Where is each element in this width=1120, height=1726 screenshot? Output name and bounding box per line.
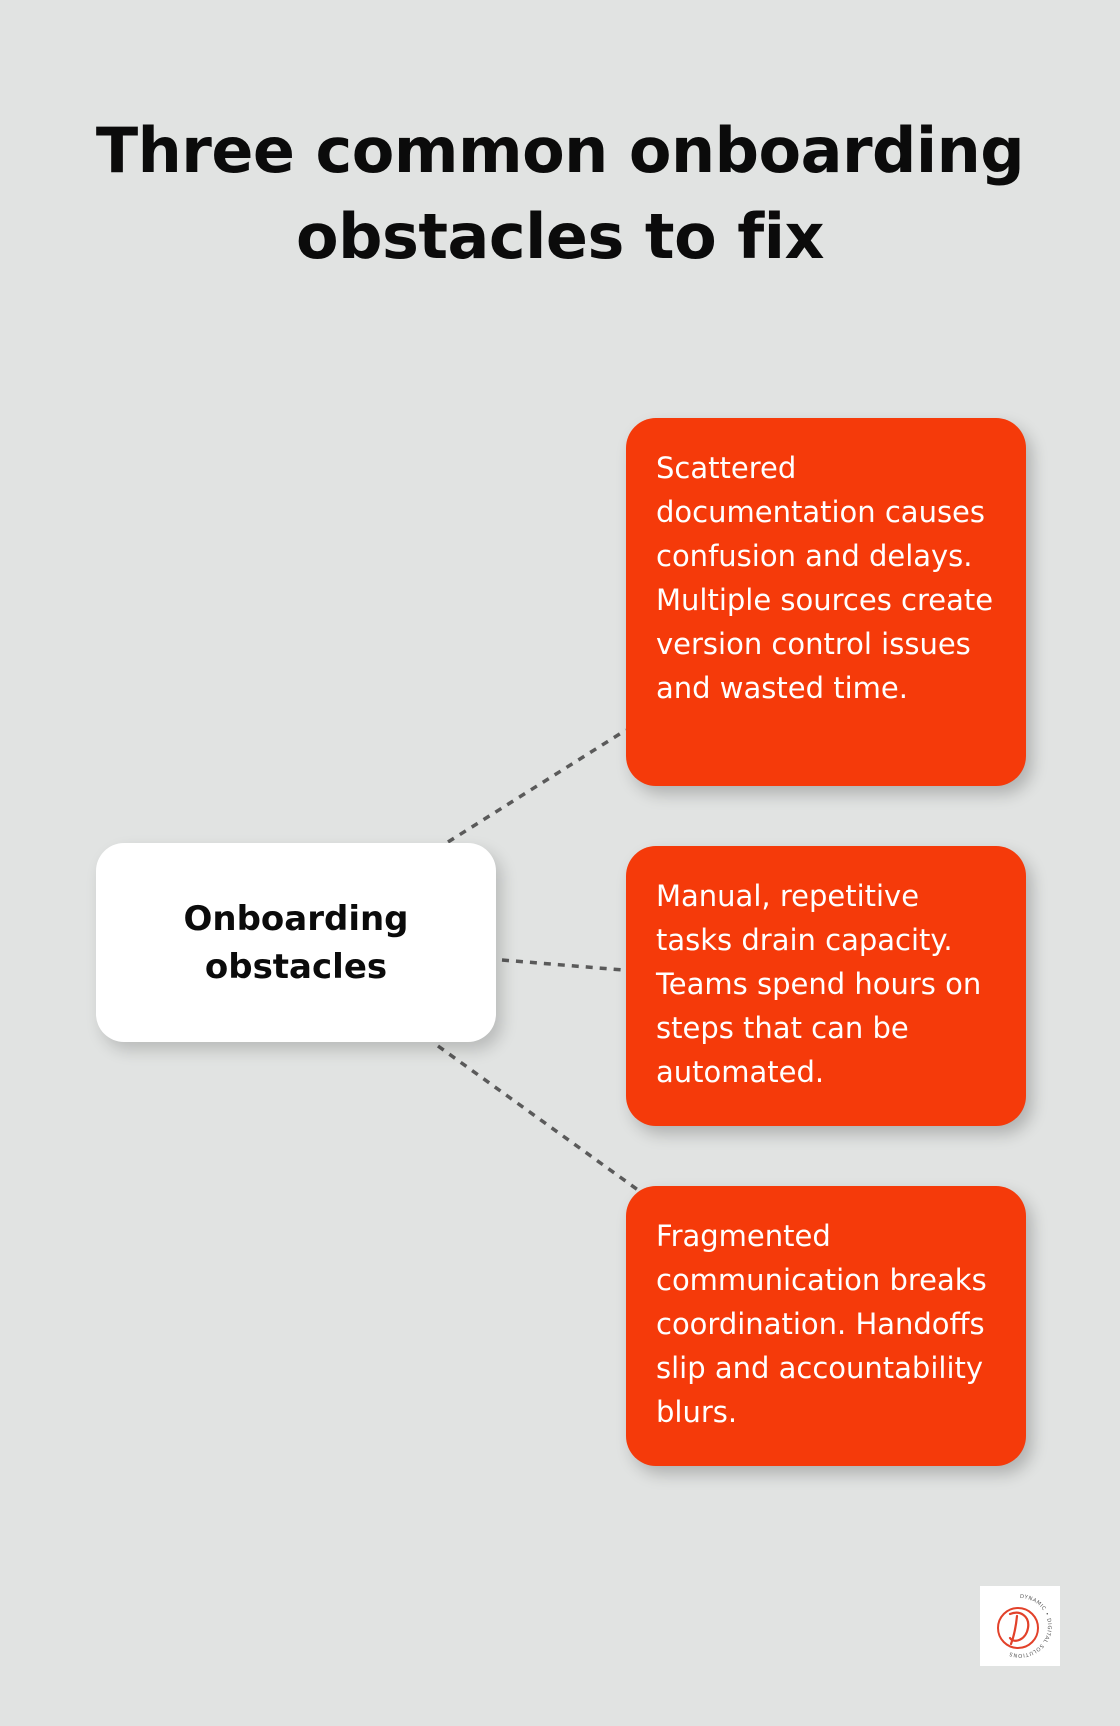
center-node: Onboarding obstacles — [96, 843, 496, 1042]
obstacle-card-text: Manual, repetitive tasks drain capacity.… — [656, 879, 982, 1089]
center-node-label: Onboarding obstacles — [183, 898, 409, 987]
obstacle-card-2: Manual, repetitive tasks drain capacity.… — [626, 846, 1026, 1126]
page-title: Three common onboarding obstacles to fix — [95, 114, 1025, 273]
connector-line-3 — [436, 1044, 640, 1192]
connector-line-2 — [501, 958, 624, 972]
obstacle-card-text: Fragmented communication breaks coordina… — [656, 1219, 987, 1429]
obstacle-card-text: Scattered documentation causes confusion… — [656, 451, 994, 705]
obstacle-card-1: Scattered documentation causes confusion… — [626, 418, 1026, 786]
connector-line-1 — [447, 728, 627, 844]
obstacle-card-3: Fragmented communication breaks coordina… — [626, 1186, 1026, 1466]
brand-logo: DYNAMIC • DIGITAL SOLUTIONS — [980, 1586, 1060, 1666]
dynamic-digital-solutions-logo-icon: DYNAMIC • DIGITAL SOLUTIONS — [997, 1594, 1051, 1658]
